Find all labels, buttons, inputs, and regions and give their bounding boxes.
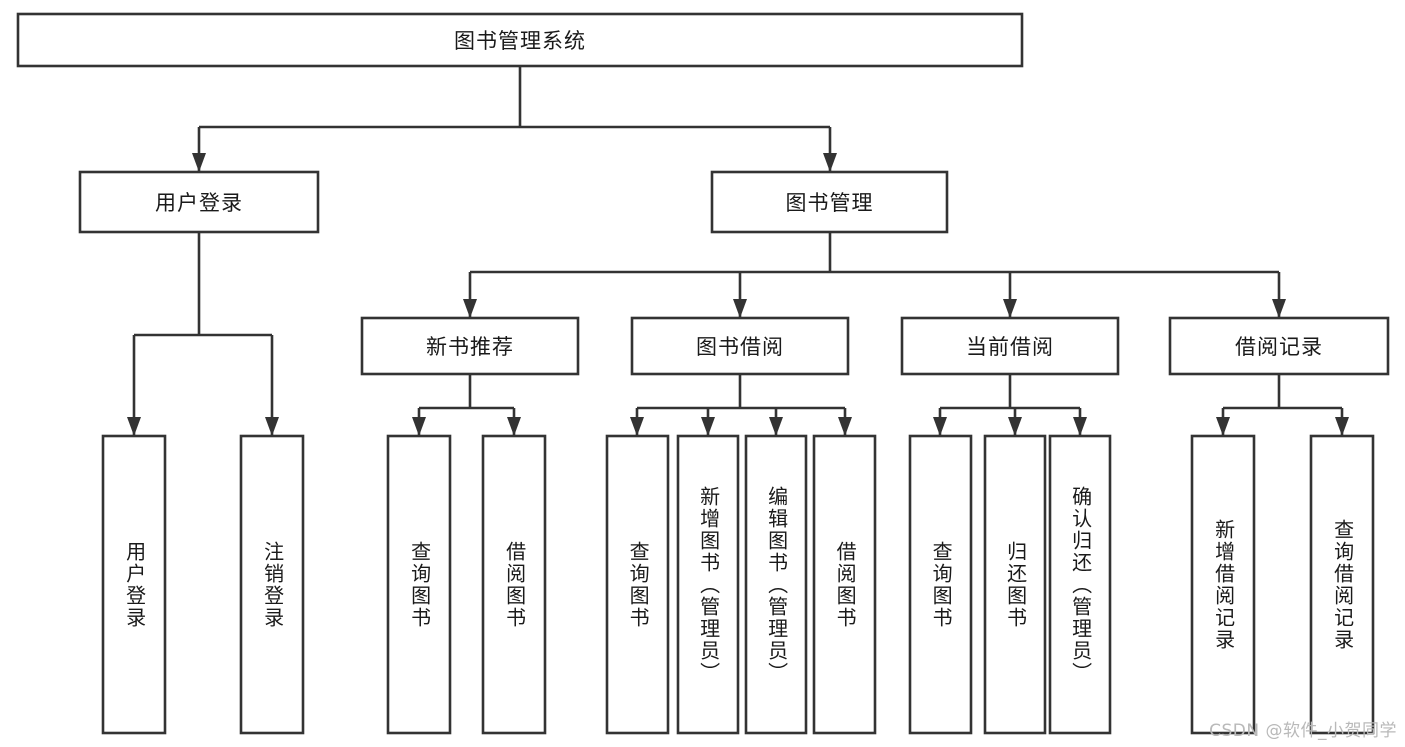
leaf-12-node-查询借阅记录[interactable]: [1309, 434, 1375, 735]
node-图书管理[interactable]: [710, 170, 949, 234]
arrow-head-icon: [1272, 299, 1286, 318]
leaf-7-node-借阅图书[interactable]: [812, 434, 877, 735]
leaf-8-node-查询图书[interactable]: [908, 434, 973, 735]
leaf-0-node-用户登录[interactable]: [101, 434, 167, 735]
arrow-head-icon: [1008, 417, 1022, 436]
connector-layer: [127, 66, 1349, 436]
leaf-3-node-借阅图书[interactable]: [481, 434, 547, 735]
leaf-2-node-查询图书[interactable]: [386, 434, 452, 735]
leaf-4-node-查询图书[interactable]: [605, 434, 670, 735]
arrow-head-icon: [192, 153, 206, 172]
arrow-head-icon: [823, 153, 837, 172]
leaf-11-node-新增借阅记录[interactable]: [1190, 434, 1256, 735]
node-当前借阅[interactable]: [900, 316, 1120, 376]
node-用户登录[interactable]: [78, 170, 320, 234]
node-root-system[interactable]: [16, 12, 1024, 68]
arrow-head-icon: [630, 417, 644, 436]
arrow-head-icon: [733, 299, 747, 318]
leaf-6-node-编辑图书管理员[interactable]: [744, 434, 808, 735]
node-新书推荐[interactable]: [360, 316, 580, 376]
leaf-1-node-注销登录[interactable]: [239, 434, 305, 735]
arrow-head-icon: [1335, 417, 1349, 436]
arrow-head-icon: [838, 417, 852, 436]
arrow-head-icon: [1216, 417, 1230, 436]
arrow-head-icon: [701, 417, 715, 436]
arrow-head-icon: [769, 417, 783, 436]
arrow-head-icon: [1003, 299, 1017, 318]
arrow-head-icon: [127, 417, 141, 436]
leaf-5-node-新增图书管理员[interactable]: [676, 434, 740, 735]
leaf-9-node-归还图书[interactable]: [983, 434, 1047, 735]
node-借阅记录[interactable]: [1168, 316, 1390, 376]
node-box-layer: [16, 12, 1390, 735]
leaf-10-node-确认归还管理员[interactable]: [1048, 434, 1112, 735]
arrow-head-icon: [412, 417, 426, 436]
arrow-head-icon: [1073, 417, 1087, 436]
node-图书借阅[interactable]: [630, 316, 850, 376]
arrow-head-icon: [933, 417, 947, 436]
arrow-head-icon: [265, 417, 279, 436]
arrow-head-icon: [507, 417, 521, 436]
arrow-head-icon: [463, 299, 477, 318]
